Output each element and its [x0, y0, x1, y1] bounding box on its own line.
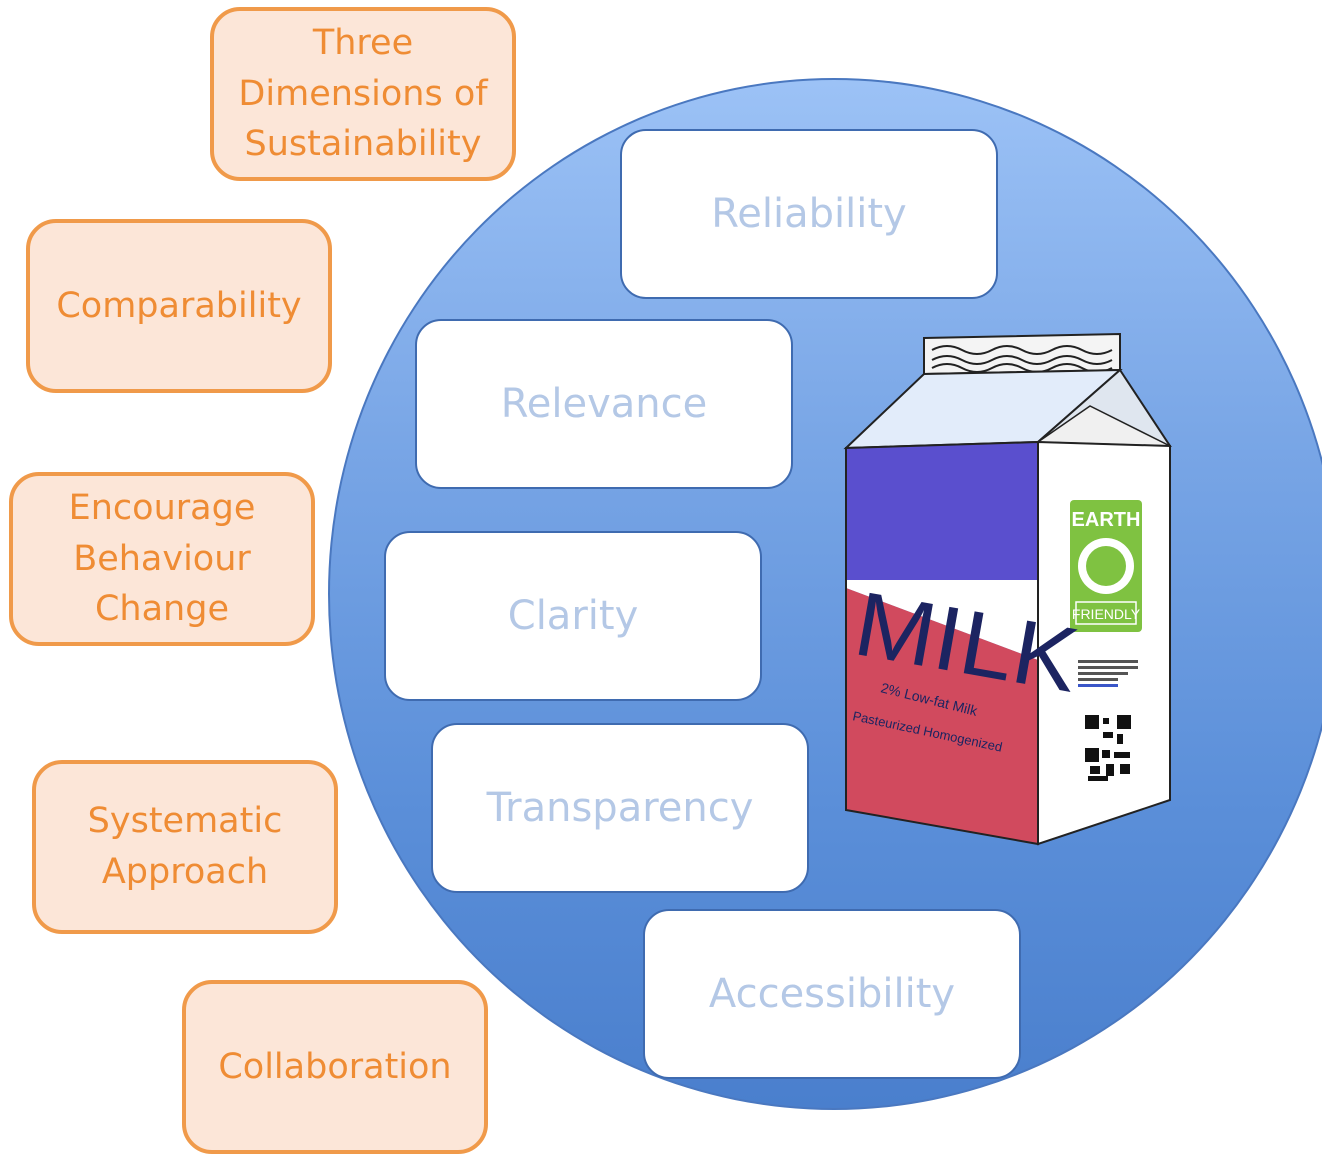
- encourage-behaviour-label: Encourage Behaviour Change: [68, 487, 256, 630]
- systematic-approach-label: Systematic Approach: [87, 801, 283, 892]
- accessibility-box: Accessibility: [643, 909, 1021, 1079]
- clarity-label: Clarity: [507, 593, 639, 639]
- systematic-approach-box: Systematic Approach: [32, 760, 338, 934]
- collaboration-label: Collaboration: [218, 1046, 452, 1087]
- transparency-label: Transparency: [486, 785, 754, 831]
- three-dimensions-label: Three Dimensions of Sustainability: [238, 22, 488, 165]
- reliability-box: Reliability: [620, 129, 998, 299]
- milk-carton-image: EARTH FRIENDLY MILK 2% Low-fat Milk Past…: [840, 330, 1180, 850]
- clarity-box: Clarity: [384, 531, 762, 701]
- reliability-label: Reliability: [711, 191, 907, 237]
- badge-earth-text: EARTH: [1072, 509, 1141, 531]
- encourage-behaviour-box: Encourage Behaviour Change: [9, 472, 315, 646]
- relevance-label: Relevance: [500, 381, 708, 427]
- collaboration-box: Collaboration: [182, 980, 488, 1154]
- accessibility-label: Accessibility: [708, 971, 956, 1017]
- comparability-box: Comparability: [26, 219, 332, 393]
- badge-friendly-text: FRIENDLY: [1072, 606, 1141, 622]
- transparency-box: Transparency: [431, 723, 809, 893]
- three-dimensions-box: Three Dimensions of Sustainability: [210, 7, 516, 181]
- relevance-box: Relevance: [415, 319, 793, 489]
- comparability-label: Comparability: [56, 285, 302, 326]
